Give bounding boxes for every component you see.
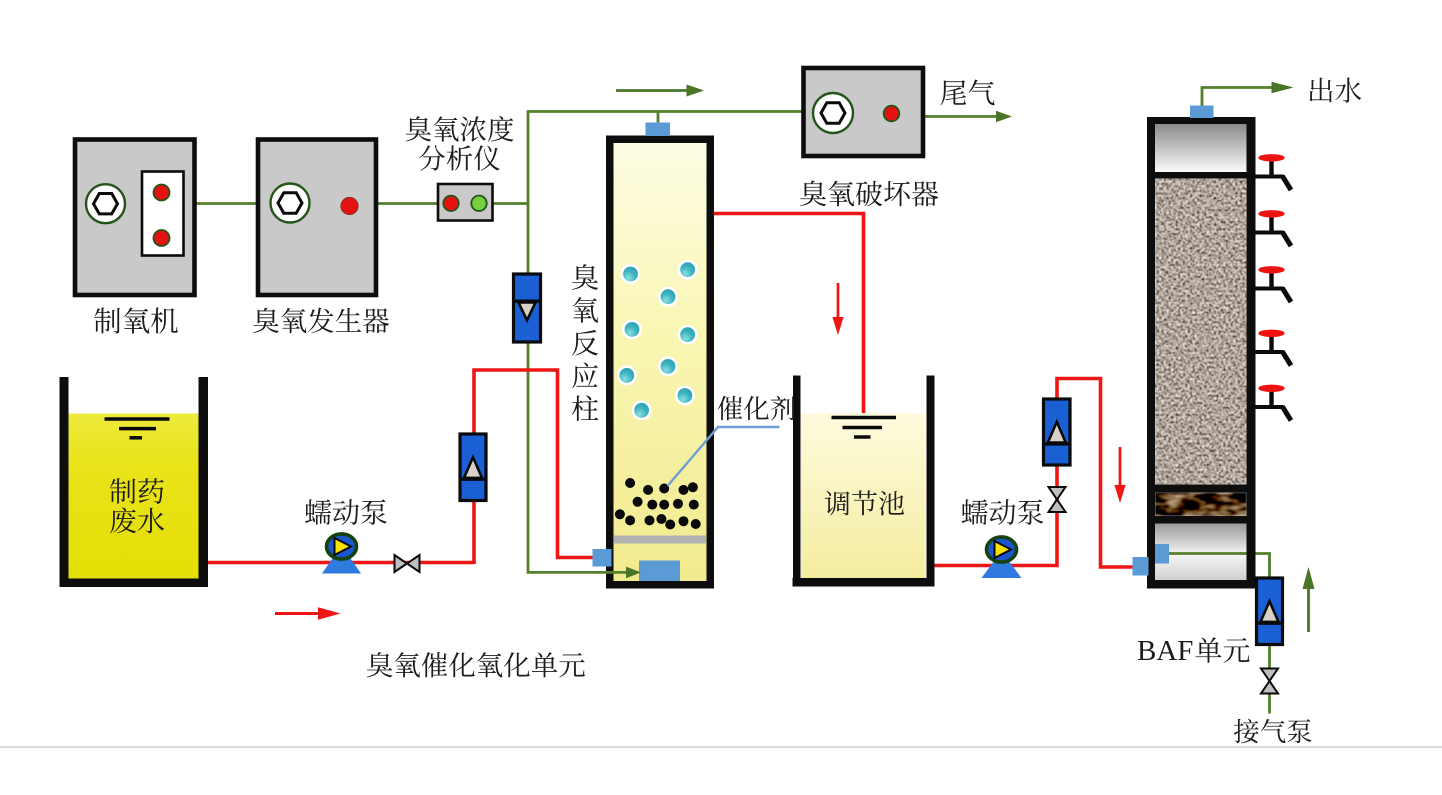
- svg-text:BAF: BAF: [1137, 635, 1193, 667]
